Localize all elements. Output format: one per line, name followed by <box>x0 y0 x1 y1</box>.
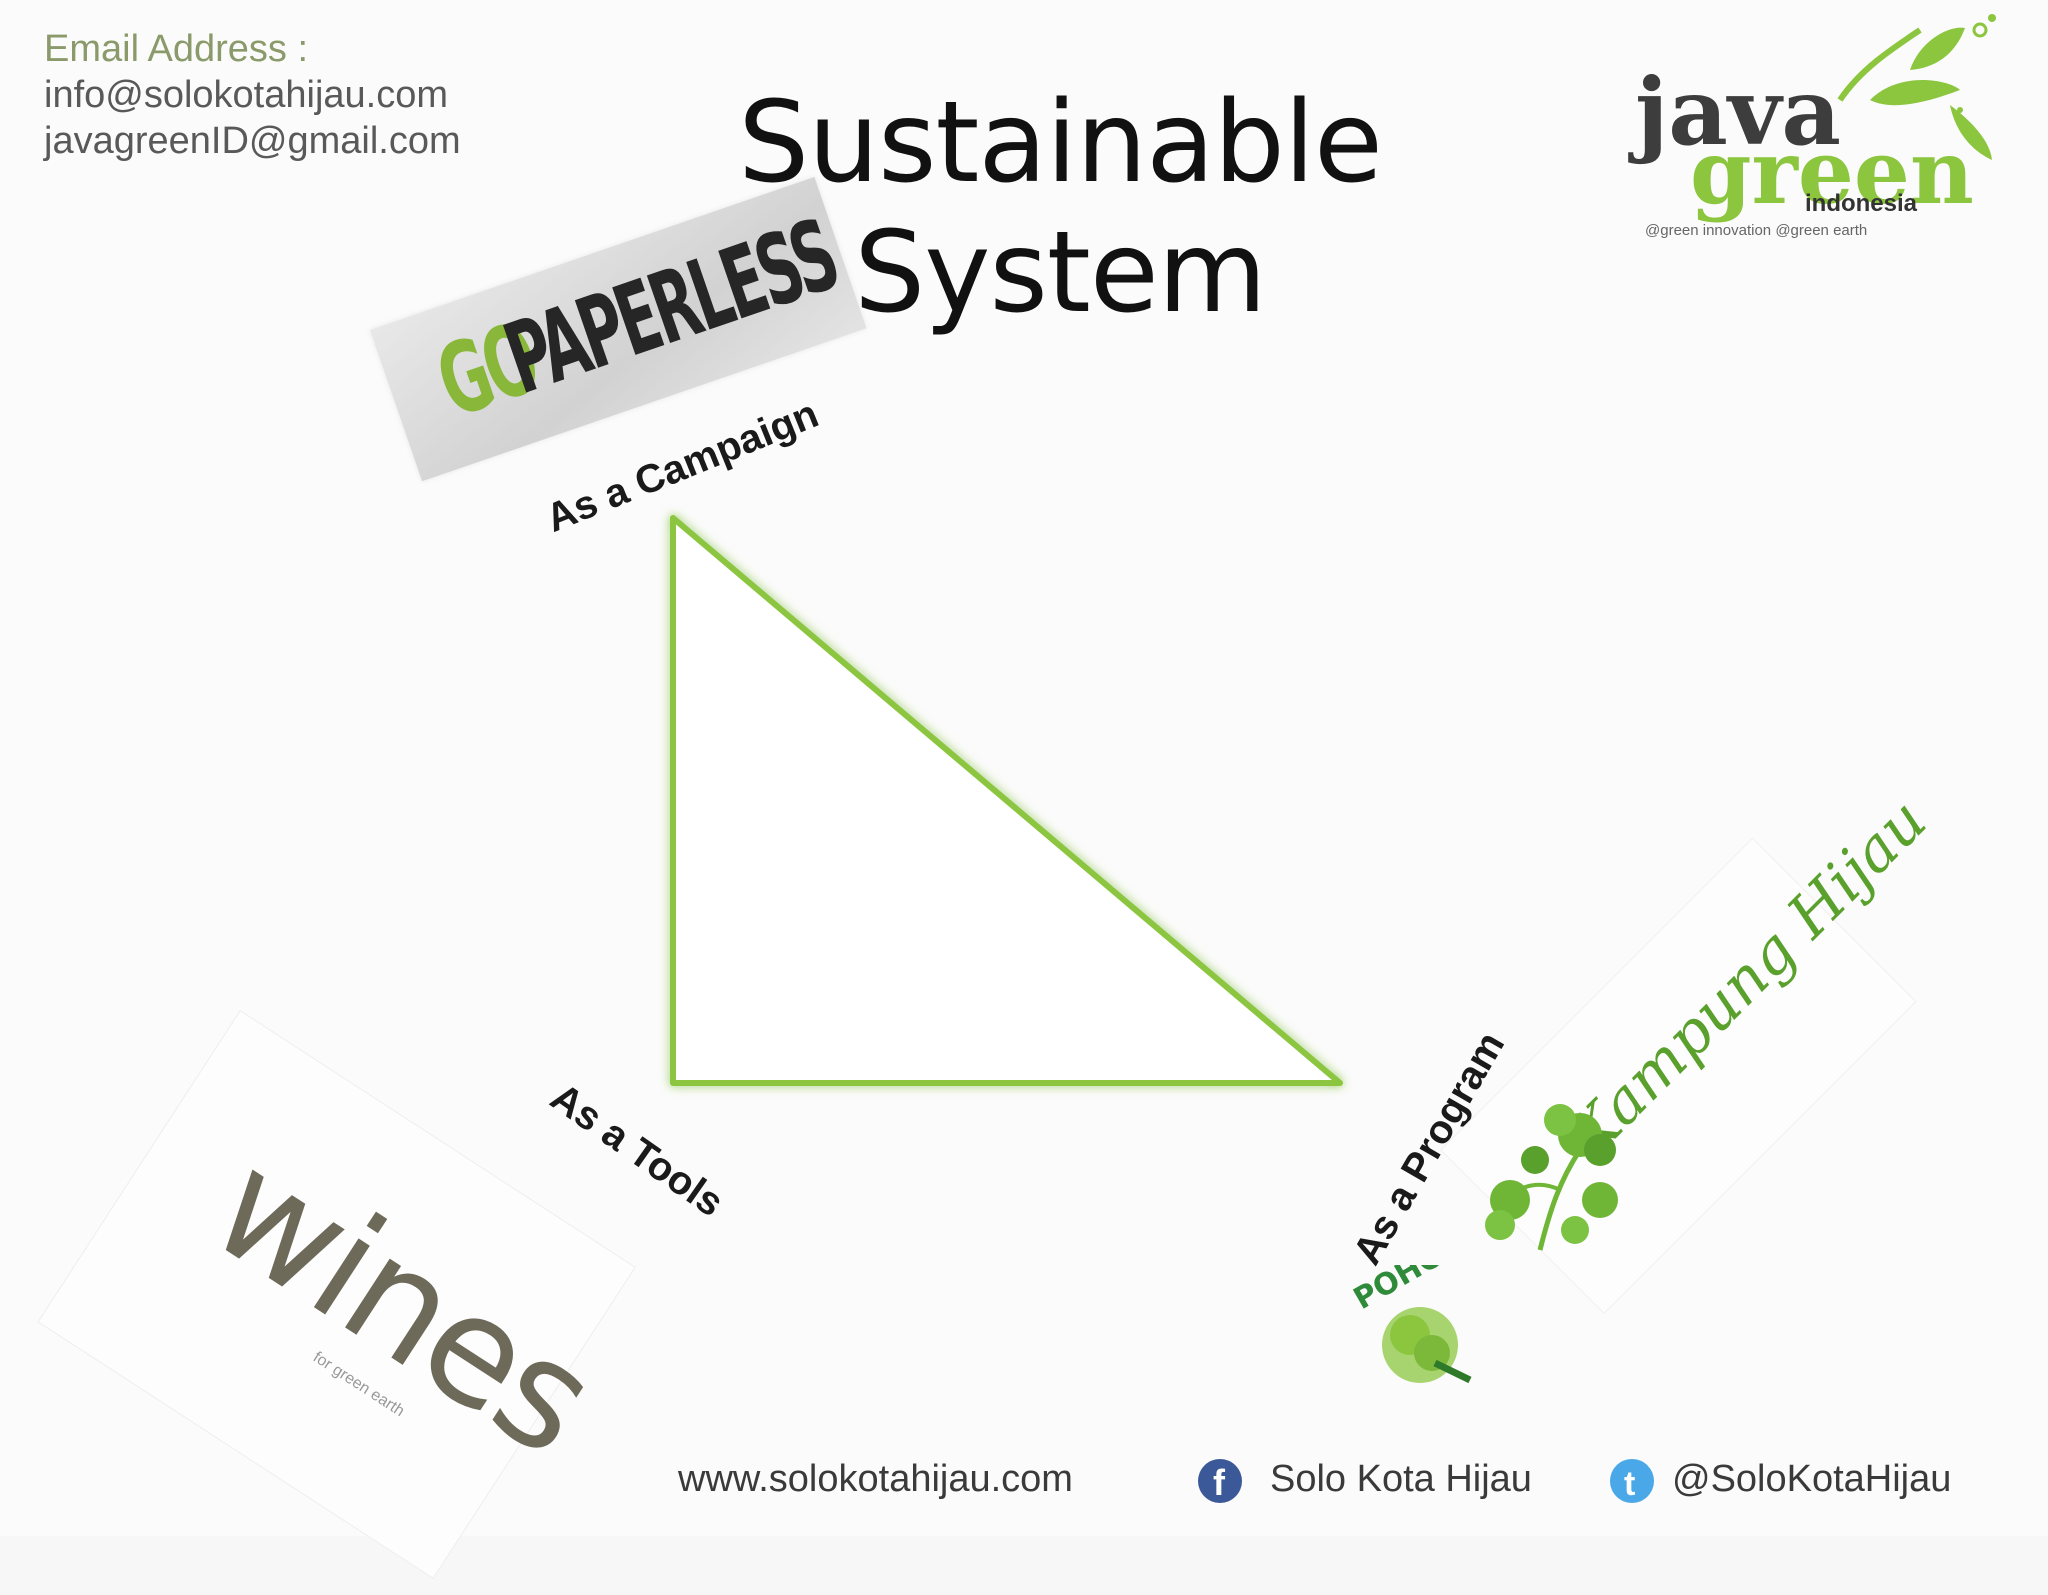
triangle-diagram <box>670 515 1343 1086</box>
footer-facebook[interactable]: Solo Kota Hijau <box>1270 1458 1532 1500</box>
parsley-icon <box>1485 1104 1618 1251</box>
javagreen-logo: java green indonesia @green innovation @… <box>1620 10 2020 240</box>
footer-website[interactable]: www.solokotahijau.com <box>678 1458 1073 1500</box>
logo-java-text: java <box>1635 58 1841 166</box>
leaf-icon <box>1837 14 1996 160</box>
page-title: Sustainable System <box>738 78 1383 338</box>
email-address-1: info@solokotahijau.com <box>44 74 449 116</box>
triangle-shape <box>670 515 1343 1086</box>
svg-text:f: f <box>1213 1462 1226 1503</box>
email-heading: Email Address : <box>44 28 308 70</box>
logo-tagline: @green innovation @green earth <box>1645 222 1868 239</box>
facebook-icon[interactable]: f <box>1188 1455 1248 1507</box>
svg-text:t: t <box>1624 1465 1635 1503</box>
footer-twitter[interactable]: @SoloKotaHijau <box>1672 1458 1952 1500</box>
twitter-icon[interactable]: t <box>1602 1455 1662 1507</box>
logo-green-text: green <box>1690 120 1974 224</box>
email-block: Email Address : info@solokotahijau.com j… <box>44 26 461 164</box>
logo-country-text: indonesia <box>1805 190 1918 217</box>
email-address-2: javagreenID@gmail.com <box>44 120 461 162</box>
slide: Email Address : info@solokotahijau.com j… <box>37 10 2020 1580</box>
pohon-logo: POHON <box>1348 1265 1472 1384</box>
